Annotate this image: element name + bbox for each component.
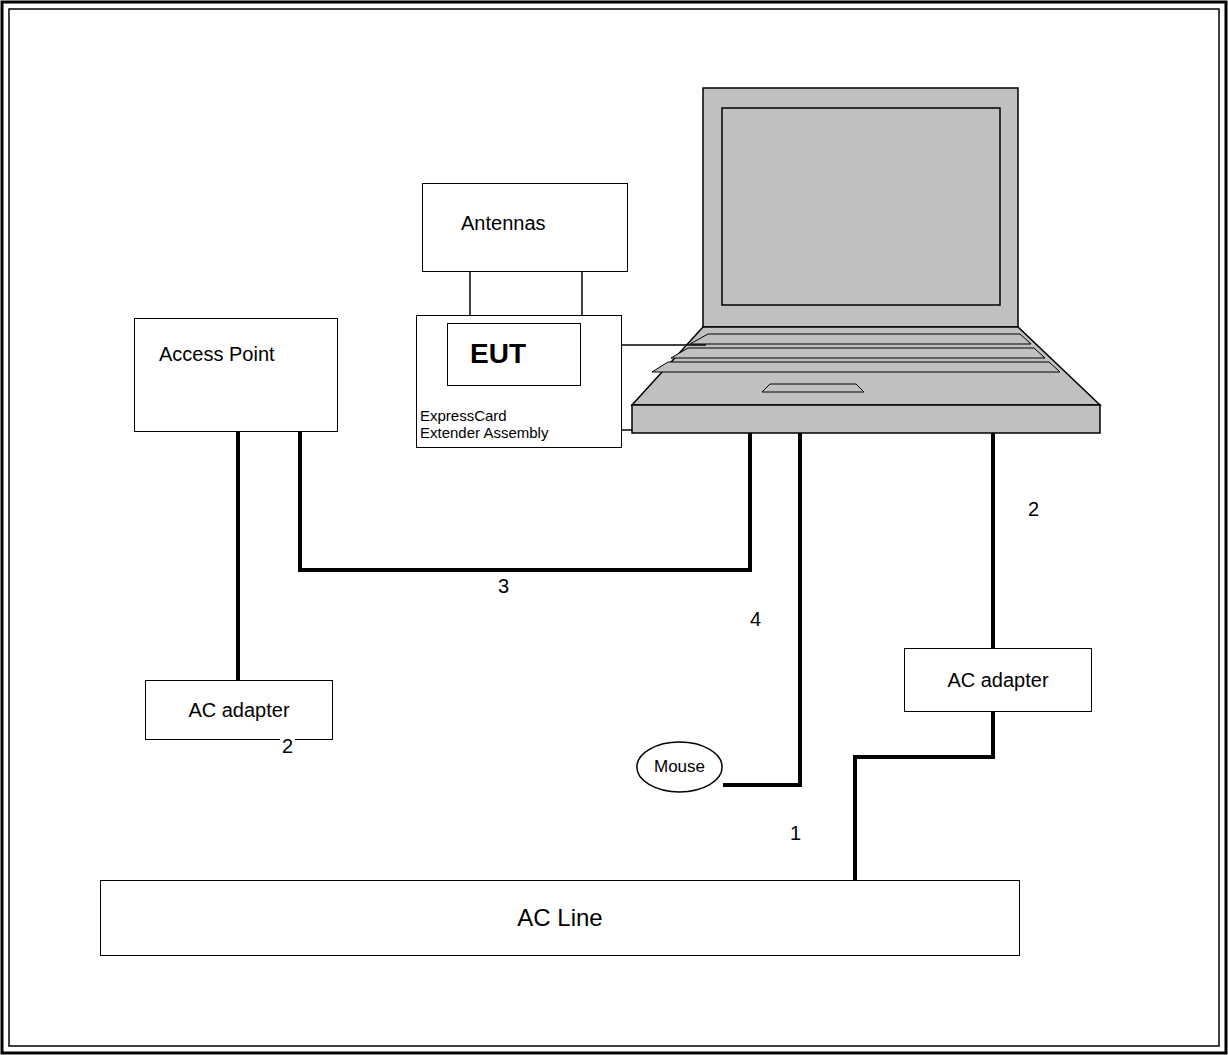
node-text: AC adapter: [188, 699, 289, 722]
ac-line-bar: AC Line: [100, 880, 1020, 956]
adapter-box: AC adapter: [145, 680, 333, 740]
access-point-box: Access Point: [134, 318, 338, 432]
callout-number: 1: [788, 822, 803, 844]
antenna-box: Antennas: [422, 183, 628, 272]
laptop-illustration: [632, 88, 1100, 433]
extender-box: ExpressCard Extender Assembly EUT: [416, 315, 622, 448]
cable-wires: [300, 345, 993, 785]
connector-line: [238, 432, 239, 680]
node-text: AC Line: [517, 904, 602, 932]
connector-path: [855, 712, 993, 880]
mouse-ellipse: Mouse: [636, 741, 723, 793]
callout-number: 2: [1026, 498, 1041, 520]
node-text: EUT: [470, 338, 526, 370]
eut-box: EUT: [447, 323, 581, 386]
connector-path: [236, 432, 240, 680]
node-text: Mouse: [654, 757, 705, 777]
connector-line: [855, 712, 993, 880]
connector-path: [581, 272, 583, 315]
inner-frame: [9, 9, 1219, 1046]
connector-line: [582, 272, 583, 315]
callout-number: 4: [748, 608, 763, 630]
node-text: Access Point: [159, 343, 275, 366]
adapter-box: AC adapter: [904, 648, 1092, 712]
node-text: ExpressCard Extender Assembly: [420, 407, 558, 442]
callout-number: 2: [280, 735, 295, 757]
node-text: AC adapter: [947, 669, 1048, 692]
node-text: Antennas: [461, 212, 546, 235]
callout-number: 3: [496, 575, 511, 597]
